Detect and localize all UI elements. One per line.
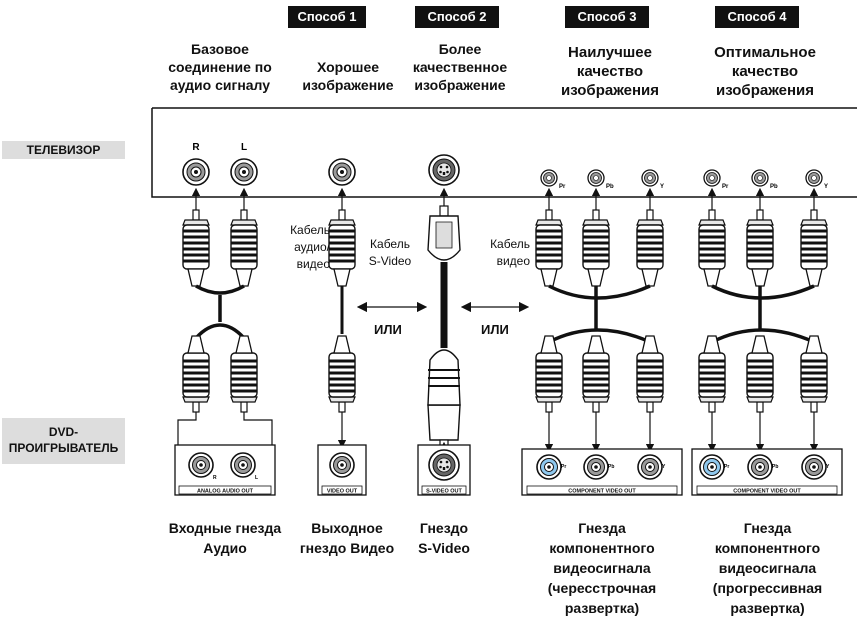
m3-upper-plug-pr <box>534 208 564 288</box>
or-label-1: ИЛИ <box>374 322 402 337</box>
tv-jack-audio-l <box>230 158 258 186</box>
tv-jack-svideo <box>428 154 460 186</box>
audio-cable-lines <box>194 284 246 340</box>
m4-lower-plug-y <box>801 336 827 412</box>
tv-jack-audio-r <box>182 158 210 186</box>
m3-upper-plug-pb <box>581 208 611 288</box>
method-4-badge: Способ 4 <box>715 6 799 28</box>
tv-input-arrows <box>191 187 819 220</box>
panel-component-interlaced: Pr Pb Y COMPONENT VIDEO OUT <box>521 448 683 496</box>
tv-jack-m3-pr-label: Pr <box>559 184 566 190</box>
panel-component-progressive: Pr Pb Y COMPONENT VIDEO OUT <box>691 448 843 496</box>
panel-audio-l-letter: L <box>255 475 258 481</box>
m4-lower-plug-pb <box>747 336 773 412</box>
tv-jack-m4-pr <box>703 169 721 187</box>
tv-jack-m3-y <box>641 169 659 187</box>
method-2-badge: Способ 2 <box>415 6 499 28</box>
panel-m4-y-letter: Y <box>826 464 830 470</box>
panel-svideo-caption: S-VIDEO OUT <box>426 489 462 495</box>
m3-lower-plug-pb <box>583 336 609 412</box>
panel-audio-r-letter: R <box>213 475 217 481</box>
m3-lower-plug-pr <box>536 336 562 412</box>
tv-panel-outline <box>151 107 857 198</box>
panel-m3-pb-letter: Pb <box>608 464 614 470</box>
tv-jack-m4-pb-label: Pb <box>770 184 778 190</box>
tv-jack-m4-y <box>805 169 823 187</box>
tv-jack-m4-pr-label: Pr <box>722 184 729 190</box>
panel-m4-caption: COMPONENT VIDEO OUT <box>733 489 801 495</box>
tv-jack-letter-r: R <box>192 142 200 153</box>
panel-m4-pb-letter: Pb <box>772 464 778 470</box>
panel-m4-pr-letter: Pr <box>724 464 729 470</box>
audio-upper-plug-r <box>181 208 211 288</box>
panel-m3-pr-letter: Pr <box>561 464 566 470</box>
panel-video-caption: VIDEO OUT <box>327 489 358 495</box>
m4-upper-plug-y <box>799 208 829 288</box>
m3-lower-plug-y <box>637 336 663 412</box>
or-label-2: ИЛИ <box>481 322 509 337</box>
panel-svideo-out: S-VIDEO OUT <box>417 444 471 496</box>
dvd-player-label: DVD-ПРОИГРЫВАТЕЛЬ <box>2 418 125 464</box>
panel-analog-audio-out: R L ANALOG AUDIO OUT <box>174 444 276 496</box>
tv-jack-video <box>328 158 356 186</box>
method-1-badge: Способ 1 <box>288 6 366 28</box>
tv-jack-m3-pb <box>587 169 605 187</box>
audio-lower-plug-r <box>183 336 209 412</box>
tv-label: ТЕЛЕВИЗОР <box>2 141 125 159</box>
panel-video-out: VIDEO OUT <box>317 444 367 496</box>
tv-jack-m4-pb <box>751 169 769 187</box>
tv-jack-m3-pr <box>540 169 558 187</box>
video-lower-plug <box>329 336 355 412</box>
m4-upper-plug-pb <box>745 208 775 288</box>
tv-jack-m3-y-label: Y <box>660 184 664 190</box>
m4-cable-lines <box>711 284 815 344</box>
tv-jack-letter-l: L <box>241 142 247 153</box>
m3-upper-plug-y <box>635 208 665 288</box>
audio-upper-plug-l <box>229 208 259 288</box>
dvd-output-arrows <box>337 412 819 453</box>
video-upper-plug <box>327 208 357 288</box>
panel-audio-caption: ANALOG AUDIO OUT <box>197 489 254 495</box>
m4-upper-plug-pr <box>697 208 727 288</box>
tv-jack-m3-pb-label: Pb <box>606 184 614 190</box>
panel-m3-caption: COMPONENT VIDEO OUT <box>568 489 636 495</box>
audio-lower-plug-l <box>231 336 257 412</box>
tv-jack-m4-y-label: Y <box>824 184 828 190</box>
m3-cable-lines <box>548 284 651 344</box>
method-3-badge: Способ 3 <box>565 6 649 28</box>
m4-lower-plug-pr <box>699 336 725 412</box>
svideo-cable <box>427 205 461 451</box>
panel-m3-y-letter: Y <box>662 464 666 470</box>
